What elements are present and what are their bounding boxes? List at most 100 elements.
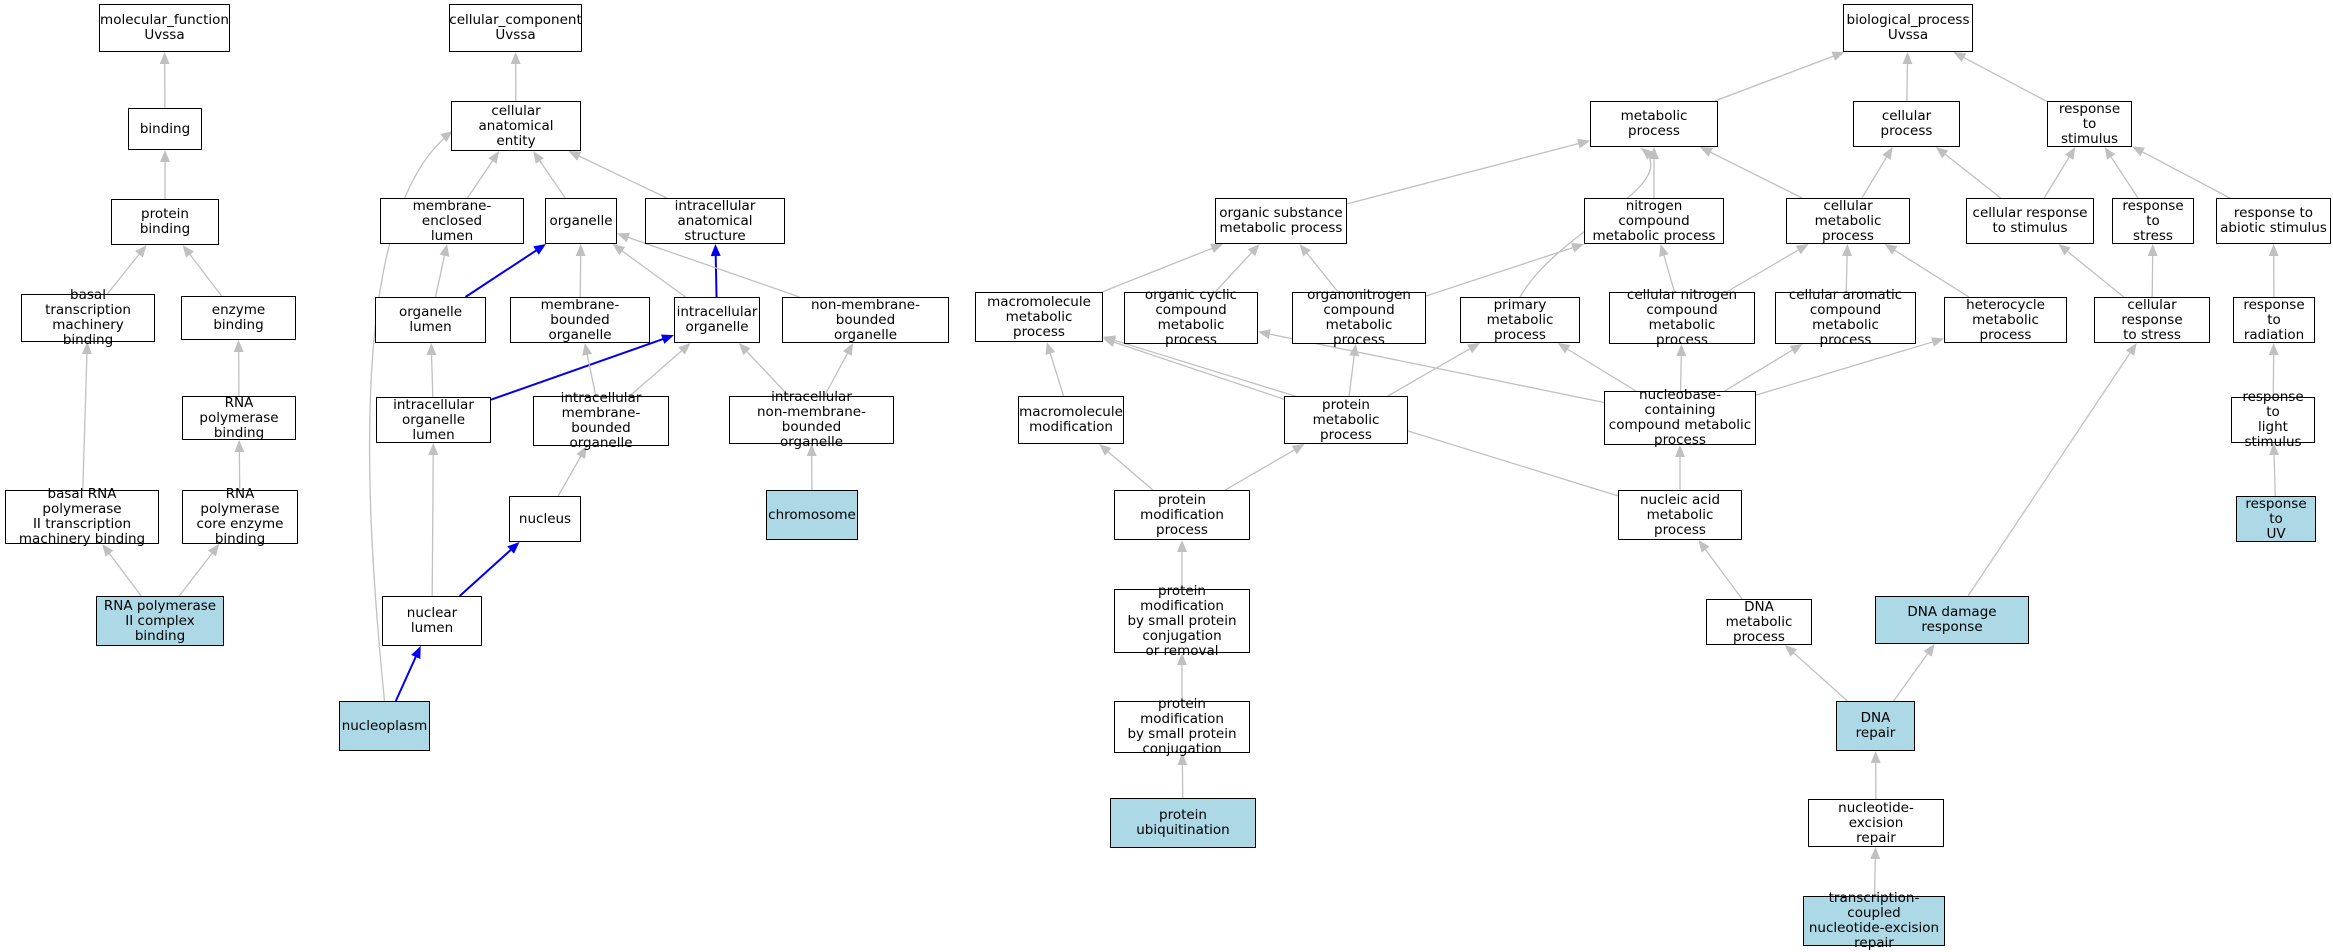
- go-term-enzyme-binding[interactable]: enzyme binding: [181, 296, 296, 340]
- go-term-resp-uv[interactable]: response to UV: [2236, 496, 2316, 542]
- edge-rnap-binding-to-enzyme-binding: [233, 340, 244, 397]
- go-term-cellular-resp-stress[interactable]: cellular response to stress: [2094, 297, 2210, 343]
- arrowhead: [1210, 243, 1224, 254]
- edge-rnap2-complex-binding-to-basal-rnap2-binding: [102, 544, 142, 597]
- arrowhead: [2147, 244, 2158, 257]
- go-term-rnap-binding[interactable]: RNA polymerase binding: [182, 395, 296, 440]
- go-term-resp-light[interactable]: response to light stimulus: [2231, 390, 2315, 450]
- edge-intracellular-org-to-organelle: [612, 244, 686, 298]
- go-term-resp-stress[interactable]: response to stress: [2112, 198, 2194, 244]
- go-term-nuclear-lumen[interactable]: nuclear lumen: [382, 596, 482, 646]
- go-term-protein-binding[interactable]: protein binding: [111, 199, 219, 245]
- arrowhead: [81, 342, 92, 355]
- go-term-cc-root[interactable]: cellular_component Uvssa: [449, 4, 582, 52]
- edge-dna-repair-to-dna-damage-resp: [1893, 644, 1935, 702]
- arrowhead: [1870, 847, 1881, 860]
- go-term-protein-mod[interactable]: protein modification process: [1114, 490, 1250, 540]
- arrowhead: [428, 443, 439, 456]
- go-term-primary-met[interactable]: primary metabolic process: [1460, 297, 1580, 343]
- go-term-organic-cyclic-met[interactable]: organic cyclic compound metabolic proces…: [1124, 288, 1258, 348]
- go-term-nitrogen-compound-met[interactable]: nitrogen compound metabolic process: [1584, 198, 1724, 244]
- go-term-intracellular-anat[interactable]: intracellular anatomical structure: [645, 198, 785, 244]
- go-term-protein-mod-small[interactable]: protein modification by small protein co…: [1114, 583, 1250, 658]
- go-term-organelle[interactable]: organelle: [545, 198, 617, 244]
- edge-cellular-process-to-bp-root: [1902, 52, 1913, 102]
- arrowhead: [439, 244, 450, 257]
- go-term-protein-ubiq[interactable]: protein ubiquitination: [1110, 798, 1256, 848]
- arrowhead: [1557, 343, 1571, 354]
- edge-protein-binding-to-binding: [160, 150, 170, 199]
- go-term-organelle-lumen[interactable]: organelle lumen: [375, 297, 486, 343]
- go-term-tc-ner[interactable]: transcription-coupled nucleotide-excisio…: [1803, 891, 1945, 951]
- go-term-binding[interactable]: binding: [128, 108, 202, 150]
- edge-cell-anat-entity-to-cc-root: [510, 52, 521, 102]
- arrowhead: [1831, 51, 1845, 61]
- go-term-organonitrogen-met[interactable]: organonitrogen compound metabolic proces…: [1292, 288, 1426, 348]
- go-term-macromolecule-mod[interactable]: macromolecule modification: [1018, 396, 1124, 444]
- go-term-nucleobase-met[interactable]: nucleobase-containing compound metabolic…: [1604, 388, 1756, 448]
- go-term-cellular-met[interactable]: cellular metabolic process: [1786, 198, 1910, 244]
- edge-enzyme-binding-to-protein-binding: [182, 245, 223, 297]
- edge-resp-abiotic-to-response-stimulus: [2132, 146, 2231, 199]
- edge-nucleobase-met-to-cellular-aromatic-met: [1724, 344, 1803, 392]
- edge-tc-ner-to-ner: [1870, 847, 1881, 897]
- edge-non-membrane-org-to-organelle: [617, 232, 800, 298]
- go-term-response-stimulus[interactable]: response to stimulus: [2047, 101, 2132, 147]
- go-term-nucleus[interactable]: nucleus: [509, 496, 581, 542]
- edge-protein-met-to-primary-met: [1387, 343, 1480, 397]
- go-term-basal-tx-binding[interactable]: basal transcription machinery binding: [21, 288, 155, 348]
- arrowhead: [1577, 138, 1590, 149]
- go-term-chromosome[interactable]: chromosome: [766, 490, 858, 540]
- edge-intracellular-org-lumen-to-intracellular-org: [490, 334, 674, 401]
- go-term-membrane-bounded-org[interactable]: membrane-bounded organelle: [510, 297, 650, 343]
- edge-cellular-met-to-metabolic-process: [1700, 147, 1803, 199]
- edge-nucleobase-met-to-primary-met: [1557, 343, 1637, 392]
- go-term-ner[interactable]: nucleotide-excision repair: [1808, 799, 1944, 847]
- go-term-cell-anat-entity[interactable]: cellular anatomical entity: [451, 101, 581, 151]
- go-term-protein-met[interactable]: protein metabolic process: [1284, 396, 1408, 444]
- edge-protein-met-to-organonitrogen-met: [1348, 344, 1360, 397]
- go-term-metabolic-process[interactable]: metabolic process: [1590, 101, 1718, 147]
- go-term-intracellular-org-lumen[interactable]: intracellular organelle lumen: [376, 397, 491, 443]
- arrowhead: [1842, 244, 1853, 257]
- go-term-heterocycle-met[interactable]: heterocycle metabolic process: [1944, 297, 2067, 343]
- go-term-dna-met[interactable]: DNA metabolic process: [1706, 599, 1812, 645]
- go-term-membrane-enclosed-lumen[interactable]: membrane-enclosed lumen: [380, 198, 524, 244]
- go-term-intracellular-org[interactable]: intracellular organelle: [674, 297, 760, 343]
- arrowhead: [1676, 344, 1687, 357]
- arrowhead: [1247, 244, 1260, 257]
- go-term-resp-abiotic[interactable]: response to abiotic stimulus: [2216, 198, 2331, 244]
- go-term-rnap-core-binding[interactable]: RNA polymerase core enzyme binding: [182, 487, 298, 547]
- go-term-macromolecule-met[interactable]: macromolecule metabolic process: [975, 292, 1103, 342]
- arrowhead: [1349, 344, 1360, 357]
- edge-organonitrogen-met-to-organic-subst-met: [1299, 244, 1339, 293]
- edge-metabolic-process-to-bp-root: [1714, 51, 1845, 102]
- go-term-nucleic-acid-met[interactable]: nucleic acid metabolic process: [1618, 490, 1742, 540]
- go-term-intracellular-nmb-org[interactable]: intracellular non-membrane-bounded organ…: [729, 390, 894, 450]
- go-term-cellular-aromatic-met[interactable]: cellular aromatic compound metabolic pro…: [1775, 288, 1916, 348]
- go-term-protein-mod-small-conj[interactable]: protein modification by small protein co…: [1114, 697, 1250, 757]
- go-term-bp-root[interactable]: biological_process Uvssa: [1843, 4, 1973, 52]
- go-term-nucleoplasm[interactable]: nucleoplasm: [339, 701, 430, 751]
- arrowhead: [440, 131, 453, 143]
- go-term-dna-repair[interactable]: DNA repair: [1836, 701, 1915, 751]
- edge-dna-repair-to-dna-met: [1784, 645, 1848, 702]
- go-term-cellular-resp-stimulus[interactable]: cellular response to stimulus: [1966, 198, 2094, 244]
- go-term-rnap2-complex-binding[interactable]: RNA polymerase II complex binding: [96, 596, 224, 646]
- arrowhead: [2104, 147, 2116, 160]
- edge-resp-light-to-resp-radiation: [2268, 343, 2279, 398]
- go-term-intracellular-mb-org[interactable]: intracellular membrane-bounded organelle: [533, 391, 669, 451]
- go-term-resp-radiation[interactable]: response to radiation: [2233, 297, 2315, 343]
- edge-nuclear-lumen-to-nucleus: [459, 542, 520, 597]
- go-term-organic-subst-met[interactable]: organic substance metabolic process: [1215, 198, 1347, 244]
- arrowhead: [1045, 342, 1056, 355]
- edge-organic-subst-met-to-metabolic-process: [1346, 138, 1590, 205]
- go-term-dna-damage-resp[interactable]: DNA damage response: [1875, 596, 2029, 644]
- edge-organelle-lumen-to-organelle: [464, 244, 547, 298]
- go-term-mf-root[interactable]: molecular_function Uvssa: [99, 4, 230, 52]
- go-term-basal-rnap2-binding[interactable]: basal RNA polymerase II transcription ma…: [5, 487, 159, 547]
- go-term-cellular-nitrogen-met[interactable]: cellular nitrogen compound metabolic pro…: [1609, 288, 1755, 348]
- go-term-non-membrane-org[interactable]: non-membrane-bounded organelle: [782, 297, 949, 343]
- go-term-cellular-process[interactable]: cellular process: [1853, 101, 1960, 147]
